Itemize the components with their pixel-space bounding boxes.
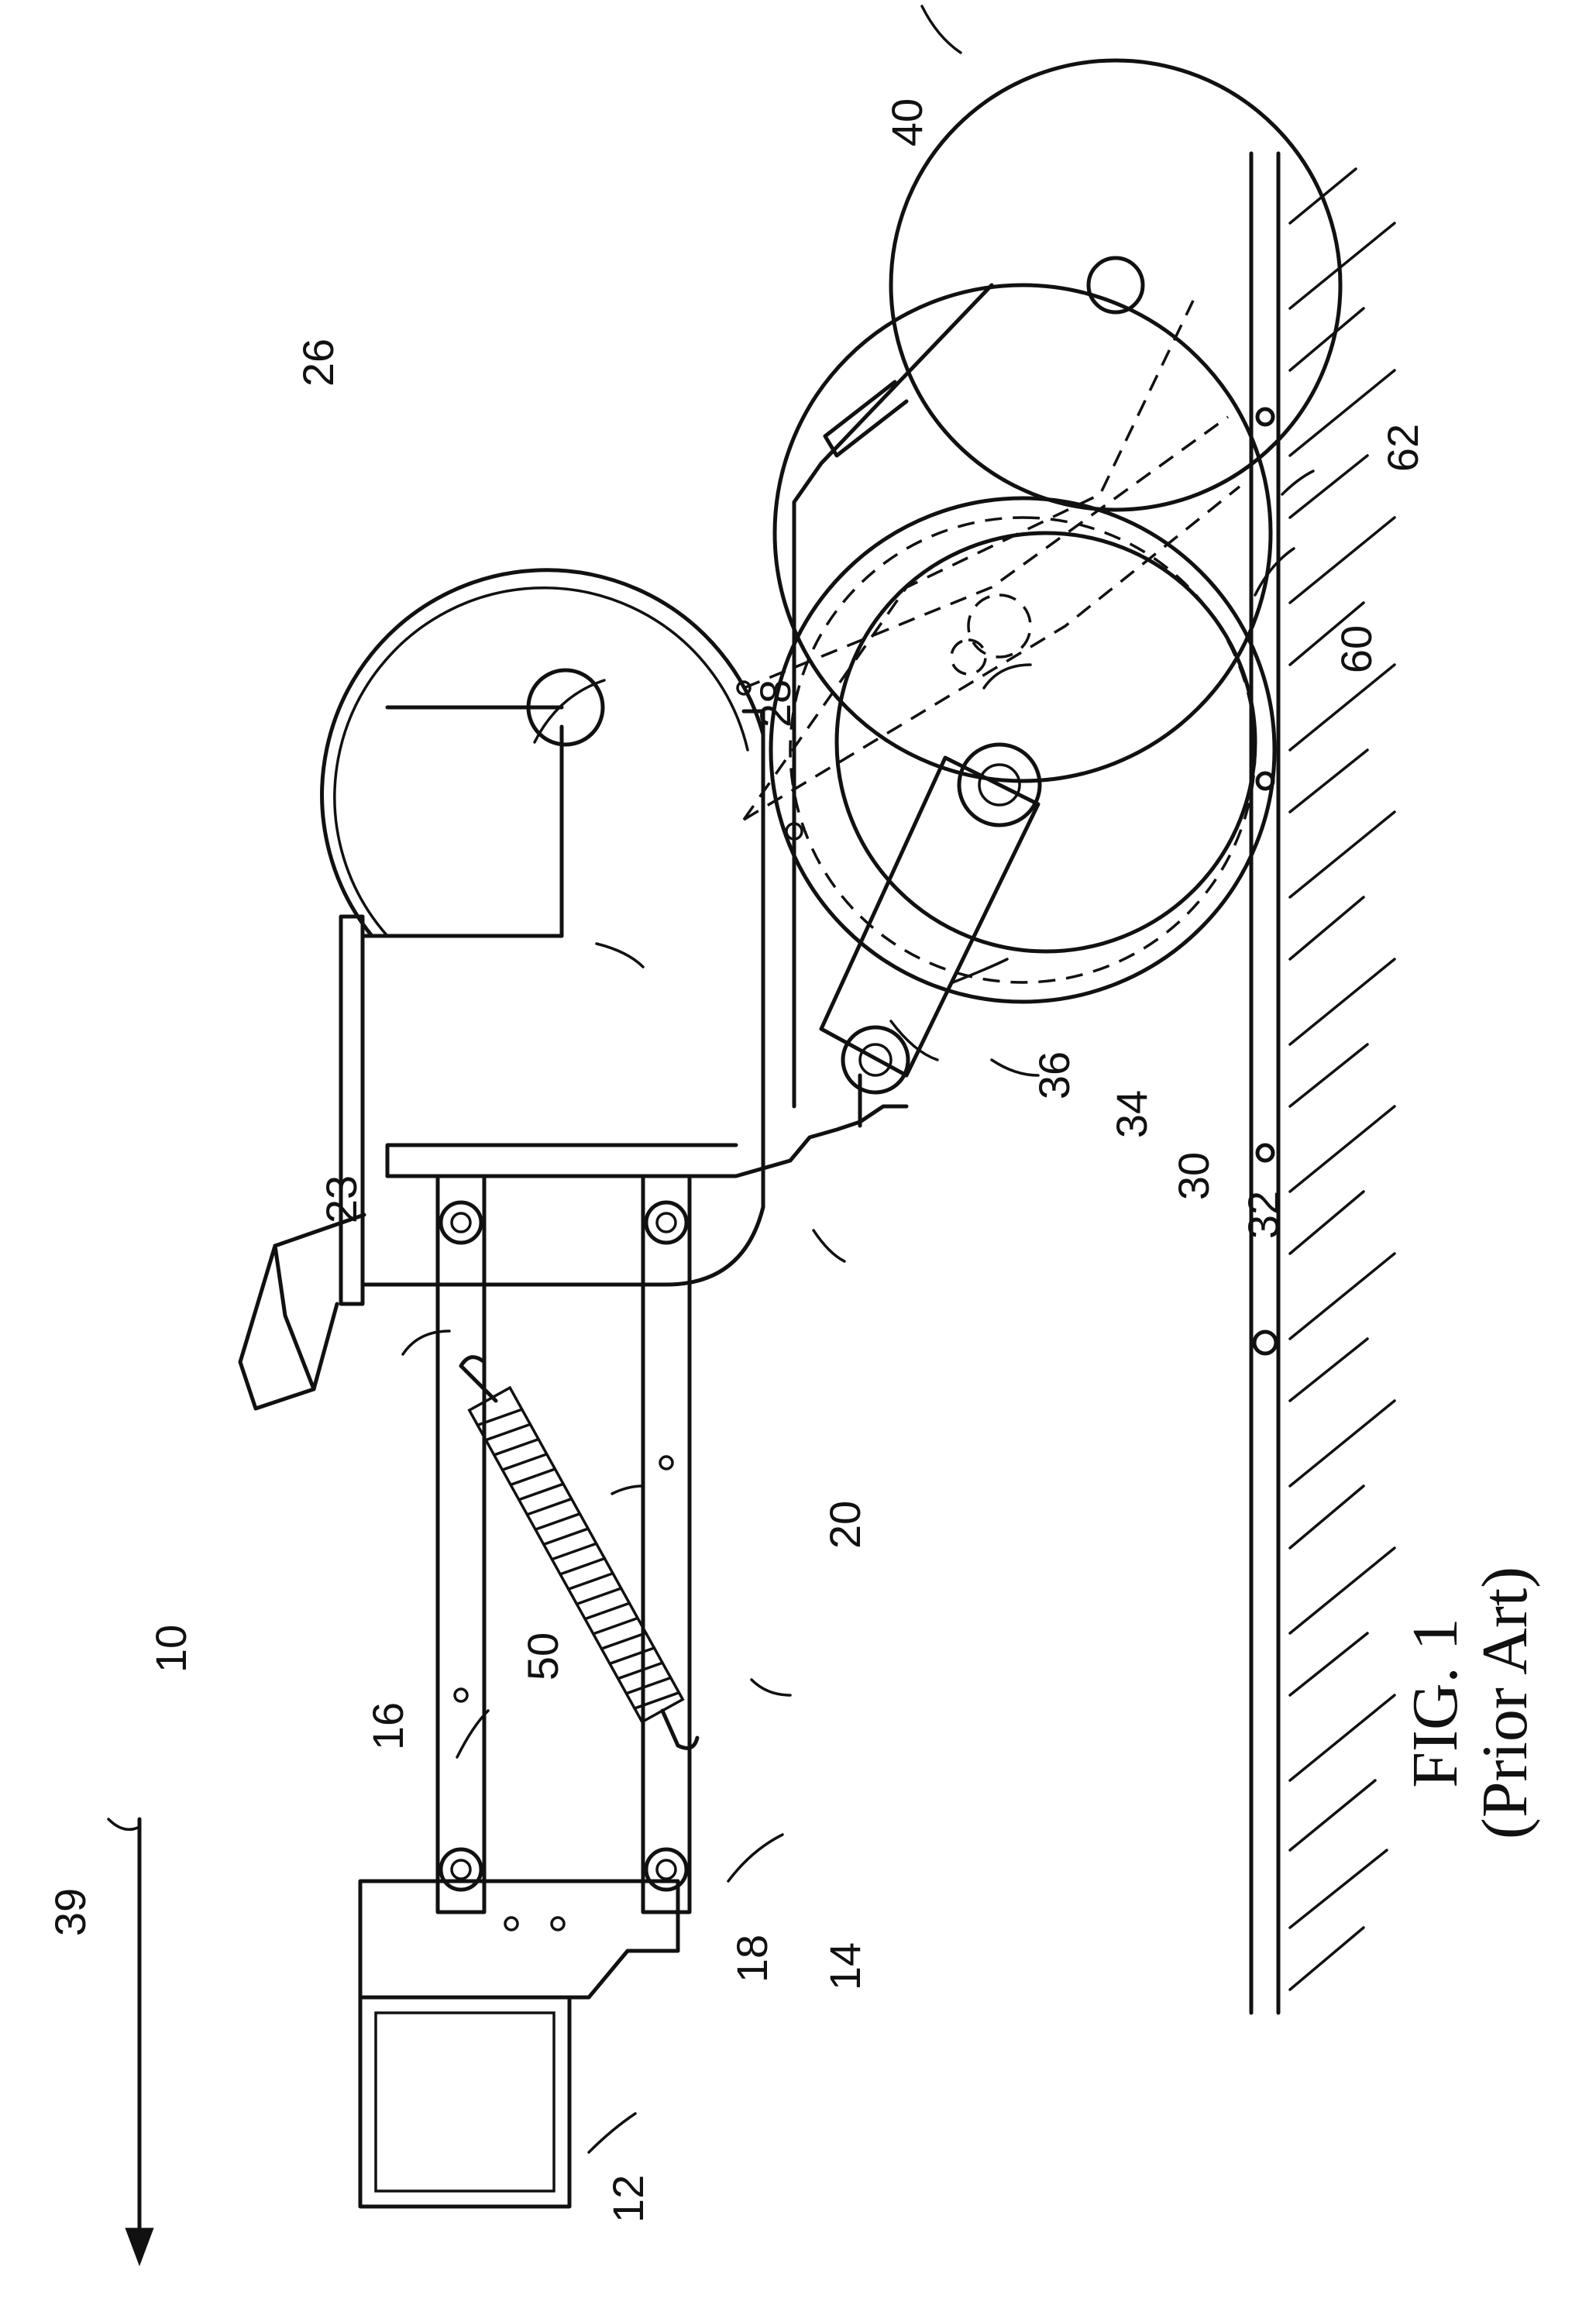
ref-23: 23 (317, 1175, 366, 1223)
bracket-hole (552, 1918, 564, 1930)
hopper-lid (341, 917, 363, 1304)
caption-note: (Prior Art) (1469, 1567, 1541, 1839)
seed-62 (1254, 1332, 1276, 1354)
pivot-lower-rear (646, 1202, 686, 1243)
ref-50: 50 (518, 1632, 567, 1680)
ref-40: 40 (882, 98, 931, 146)
gauge-wheel-arm-36 (775, 285, 1271, 1092)
ref-60: 60 (1332, 625, 1381, 673)
bracket-hole (505, 1918, 518, 1930)
seed (1257, 409, 1273, 425)
ref-28: 28 (751, 679, 800, 728)
travel-direction-arrow-39 (128, 1819, 151, 2261)
ground (1251, 153, 1395, 2013)
arrow-head (128, 2230, 151, 2261)
pivot-upper-front (441, 1849, 481, 1890)
opener-hub-gear (968, 595, 1030, 657)
ref-18: 18 (727, 1935, 776, 1983)
toolbar-12 (360, 1997, 569, 2207)
landscape-frame: 39 12 18 14 16 10 50 20 23 26 28 36 34 3… (46, 6, 1541, 2261)
opener-hub-gear-2 (951, 640, 985, 674)
mounting-bracket (360, 1881, 678, 1997)
closing-wheel (891, 60, 1340, 510)
ref-36: 36 (1030, 1051, 1078, 1099)
bracket-plate (360, 1881, 678, 1997)
spring-hook-rear (461, 1357, 496, 1401)
meter-housing-inner (335, 588, 748, 936)
seed-tube-link (744, 487, 1240, 820)
ref-30: 30 (1169, 1152, 1218, 1200)
ref-14: 14 (820, 1942, 869, 1990)
ref-20: 20 (820, 1501, 869, 1549)
spring-hook-front (662, 1711, 697, 1748)
spring-coil (470, 1388, 683, 1722)
pivot-upper-rear-pin (452, 1213, 470, 1232)
seed (1257, 1145, 1273, 1161)
link-hole (660, 1457, 672, 1469)
spring-50 (461, 1357, 697, 1749)
pivot-lower-front (646, 1849, 686, 1890)
pivot-lower-rear-pin (657, 1213, 676, 1232)
reference-numerals: 39 12 18 14 16 10 50 20 23 26 28 36 34 3… (46, 98, 1427, 2223)
seed-meter-26 (322, 570, 763, 936)
ref-39: 39 (46, 1888, 95, 1936)
toolbar-tube-outer (360, 1997, 569, 2207)
link-hole (455, 1689, 467, 1701)
ref-34: 34 (1107, 1090, 1156, 1138)
opener-disc-inner (837, 533, 1255, 951)
frame-shank (387, 1106, 906, 1176)
pivot-upper-rear (441, 1202, 481, 1243)
ref-26: 26 (294, 339, 342, 387)
seed-tube-outer (275, 1246, 314, 1389)
meter-housing-outer (322, 570, 763, 936)
ref-16: 16 (363, 1702, 412, 1750)
pivot-upper-front-pin (452, 1860, 470, 1879)
seed-tube-rear-wall (744, 417, 1228, 688)
ref-10: 10 (146, 1625, 195, 1673)
seed-tube-front-wall (744, 301, 1193, 820)
leader-lines (108, 6, 1313, 2152)
pivot-lower-front-pin (657, 1860, 676, 1879)
frame-upright (387, 1145, 736, 1176)
frame-beam (794, 285, 992, 1106)
toolbar-tube-inner (376, 2013, 554, 2191)
ref-12: 12 (604, 2175, 652, 2223)
figure-caption: FIG. 1 (Prior Art) (1399, 1567, 1541, 1839)
ref-62: 62 (1378, 424, 1427, 472)
caption-title: FIG. 1 (1399, 1618, 1471, 1787)
ref-32: 32 (1239, 1191, 1288, 1239)
hopper-23 (240, 711, 763, 1409)
